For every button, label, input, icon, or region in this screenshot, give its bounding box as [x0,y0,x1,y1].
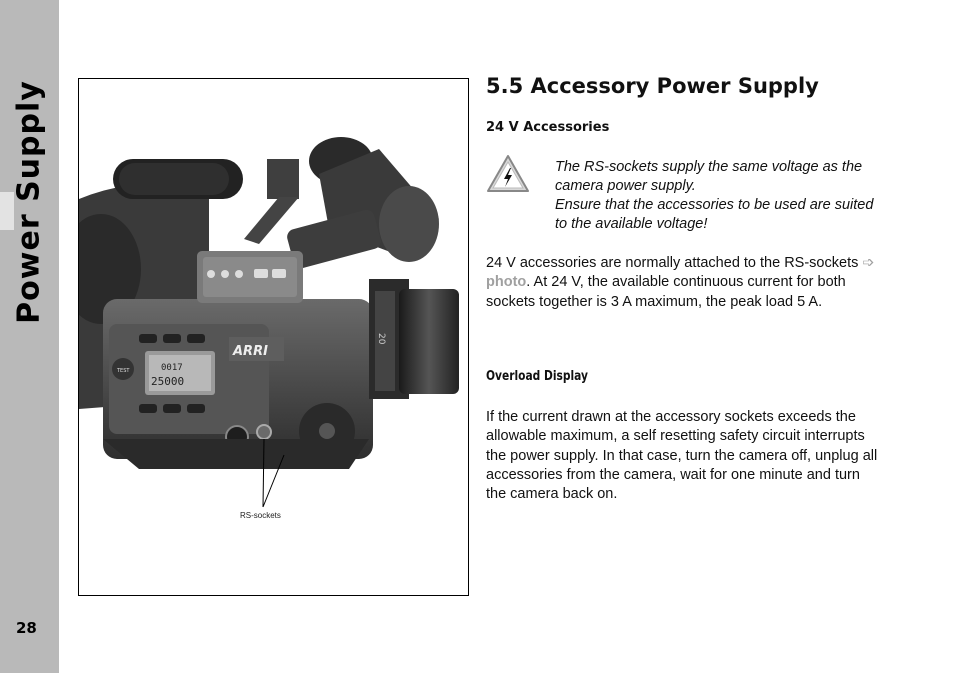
arrow-right-icon: ➩ [862,255,875,271]
accessories-paragraph: 24 V accessories are normally attached t… [486,254,881,312]
overload-paragraph: If the current drawn at the accessory so… [486,409,878,503]
overload-heading: Overload Display [486,369,588,384]
lightning-warning-triangle-icon [487,155,529,192]
lcd-line-1: 0017 [161,363,183,373]
warning-note: The RS-sockets supply the same voltage a… [555,158,875,234]
lens-marking: 20 [376,333,386,345]
page-number: 28 [16,619,37,637]
warning-line-1: The RS-sockets supply the same voltage a… [555,159,863,194]
chapter-title: Power Supply [11,80,47,324]
brand-logo: ARRI [232,344,268,359]
lcd-line-2: 25000 [151,375,184,388]
test-button-label: TEST [116,368,130,374]
subsection-title: 24 V Accessories [486,120,610,135]
sidebar-tab [0,192,14,230]
camera-illustration: ARRI 0017 25000 TEST 20 [79,137,459,508]
rs-sockets-callout: RS-sockets [240,511,281,520]
section-title: 5.5 Accessory Power Supply [486,74,819,98]
camera-photo: ARRI 0017 25000 TEST 20 RS-sockets [78,78,469,596]
paragraph-text-continued: . At 24 V, the available continuous curr… [486,274,846,310]
sidebar: Power Supply 28 [0,0,59,673]
photo-reference-link[interactable]: photo [486,274,527,291]
paragraph-text: 24 V accessories are normally attached t… [486,255,863,271]
warning-line-2: Ensure that the accessories to be used a… [555,197,874,232]
